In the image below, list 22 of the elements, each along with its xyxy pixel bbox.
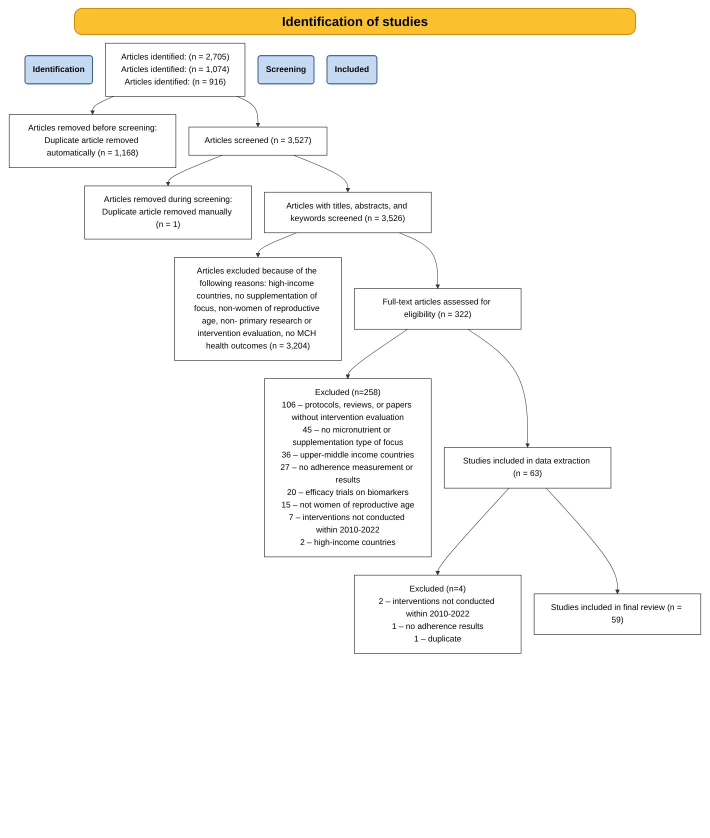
node-box: Articles removed before screening: Duplicate article removed automatically (n = 1,168) xyxy=(8,114,176,168)
arrow xyxy=(256,232,297,258)
arrow xyxy=(166,154,223,186)
arrow xyxy=(346,328,408,379)
arrow xyxy=(398,232,440,289)
arrow xyxy=(435,488,510,576)
node-box: Full-text articles assessed for eligibility (n = 322) xyxy=(354,288,522,330)
node-box: Studies included in data extraction (n = 63) xyxy=(444,447,612,488)
node-box: Excluded (n=258) 106 – protocols, reviews, or papers without intervention evaluation 45 – no micronutrient or supplementation type of focus 36 – upper-middle income countries 27 – no adherence measurement or results 20 – efficacy trials on biomarkers 15 – not women of reproductive age 7 – interventions not conducted within 2010-2022 2 – high-income countries xyxy=(264,378,432,558)
node-box: Articles excluded because of the following reasons: high-income countries, no supplementation of focus, non-women of reproductive age, non- primary research or intervention evaluation, no MCH health outcomes (n = 3,204) xyxy=(174,257,342,361)
node-box: Articles identified: (n = 2,705) Articles identified: (n = 1,074) Articles identified: (n = 916) xyxy=(105,42,246,97)
arrow xyxy=(90,96,114,115)
arrow xyxy=(546,488,620,594)
arrow xyxy=(468,328,530,448)
node-box: Articles removed during screening: Duplicate article removed manually (n = 1) xyxy=(84,186,252,240)
node-box: Articles screened (n = 3,527) xyxy=(188,126,328,156)
arrow xyxy=(236,96,260,128)
node-box: Studies included in final review (n = 59) xyxy=(534,594,702,635)
arrow xyxy=(293,154,350,192)
title-banner: Identification of studies xyxy=(74,8,636,35)
node-box: Articles with titles, abstracts, and keywords screened (n = 3,526) xyxy=(264,192,432,234)
node-box: Excluded (n=4) 2 – interventions not conducted within 2010-2022 1 – no adherence results 1 – duplicate xyxy=(354,574,522,654)
